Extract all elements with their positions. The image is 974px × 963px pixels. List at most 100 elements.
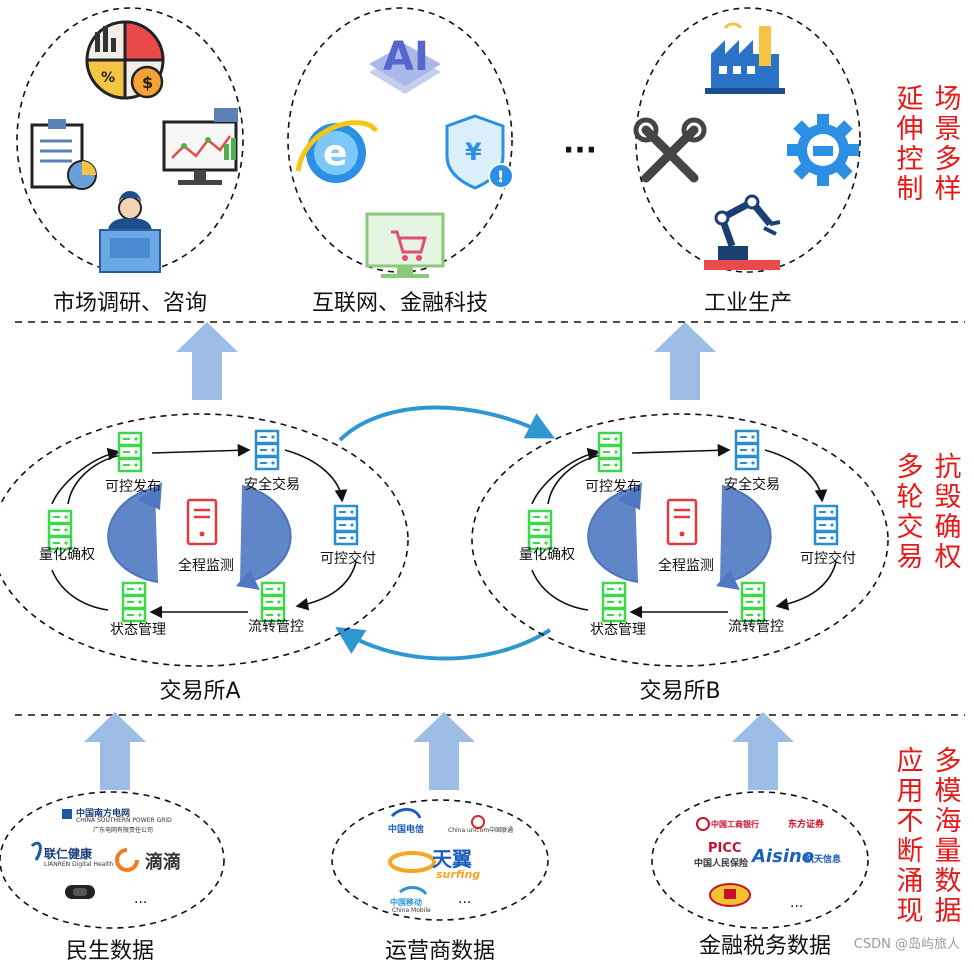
wristband-icon xyxy=(65,885,95,899)
livelihood-label: 民生数据 xyxy=(66,939,154,963)
up-arrow-telecom xyxy=(413,712,475,790)
livelihood-data-source: 中国南方电网 CHINA SOUTHERN POWER GRID 广东电网有限责… xyxy=(0,791,225,963)
svg-text:中国移动: 中国移动 xyxy=(390,897,422,907)
factory-icon xyxy=(705,22,785,94)
pie-chart-icon: $ % xyxy=(85,20,165,100)
market-label: 市场调研、咨询 xyxy=(53,291,207,316)
china-mobile-logo: 中国移动 China Mobile xyxy=(390,886,431,914)
industry-scene-boundary xyxy=(635,7,861,273)
server-icon xyxy=(260,581,286,623)
internet-label: 互联网、金融科技 xyxy=(312,291,488,316)
lianren-logo: 联仁健康 LIANREN Digital Health xyxy=(30,841,113,868)
node-secure: 安全交易 xyxy=(244,476,300,493)
node-deliver: 可控交付 xyxy=(320,550,376,567)
exchange-b-title: 交易所B xyxy=(639,679,720,704)
gear-icon xyxy=(787,114,859,186)
server-icon xyxy=(333,504,359,546)
exchange-a-title: 交易所A xyxy=(159,679,240,704)
side-label-col2: 场景多样 xyxy=(935,84,962,205)
up-arrow-to-market xyxy=(176,322,238,400)
server-icon xyxy=(254,429,280,471)
tax-emblem-icon xyxy=(709,883,751,907)
node-quantify: 量化确权 xyxy=(39,547,95,563)
cart-monitor-icon xyxy=(365,212,445,278)
svg-text:!: ! xyxy=(497,167,504,186)
svg-text:中国人民保险: 中国人民保险 xyxy=(694,857,749,869)
node-status: 状态管理 xyxy=(110,622,166,638)
icbc-logo: 中国工商银行 xyxy=(696,817,759,831)
svg-text:China unicom中国联通: China unicom中国联通 xyxy=(448,826,513,834)
node-quantify: 量化确权 xyxy=(519,547,575,563)
ai-chip-icon: AI xyxy=(369,34,441,94)
industry-label: 工业生产 xyxy=(704,291,792,316)
market-research-scene: $ % 市场调研 xyxy=(16,7,244,316)
china-unicom-logo: China unicom中国联通 xyxy=(448,815,513,834)
livelihood-boundary xyxy=(0,791,225,929)
up-arrow-to-industry xyxy=(654,322,716,400)
server-icon xyxy=(813,504,839,546)
server-icon xyxy=(121,581,147,623)
grid-logo: 中国南方电网 CHINA SOUTHERN POWER GRID 广东电网有限责… xyxy=(62,807,172,834)
node-secure: 安全交易 xyxy=(724,476,780,493)
svg-text:$: $ xyxy=(142,73,153,92)
server-icon xyxy=(47,509,73,551)
server-icon xyxy=(527,509,553,551)
side-label-data: 多模海量数据 应用不断涌现 xyxy=(897,746,962,927)
aisino-logo: Aisino 航天信息 xyxy=(750,846,841,867)
up-arrow-livelihood xyxy=(84,712,146,790)
b-to-a-arrow xyxy=(335,627,552,661)
svg-text:Aisino: Aisino xyxy=(750,846,814,867)
tools-icon xyxy=(633,117,707,183)
svg-text:广东电网有限责任公司: 广东电网有限责任公司 xyxy=(93,826,153,834)
scene-ellipsis: ··· xyxy=(563,133,597,168)
svg-text:AI: AI xyxy=(383,34,429,80)
node-monitor: 全程监测 xyxy=(658,557,714,574)
server-icon xyxy=(740,581,766,623)
node-monitor: 全程监测 xyxy=(178,557,234,574)
exchange-b: 可控发布 安全交易 可控交付 流转管控 状态管理 量化确权 全程监测 xyxy=(472,414,888,666)
svg-text:CHINA SOUTHERN POWER GRID: CHINA SOUTHERN POWER GRID xyxy=(76,817,172,824)
svg-text:LIANREN Digital Health: LIANREN Digital Health xyxy=(44,861,113,868)
node-status: 状态管理 xyxy=(590,622,646,638)
node-publish: 可控发布 xyxy=(105,479,161,495)
side-label-col1: 多轮交易 xyxy=(897,452,924,573)
finance-boundary xyxy=(651,791,869,929)
browser-e-icon: e xyxy=(295,120,379,183)
server-icon xyxy=(666,498,698,546)
internet-finance-scene: AI e ¥ ! 互联网、金融科技 xyxy=(287,7,514,316)
svg-text:e: e xyxy=(323,133,347,174)
svg-text:航天信息: 航天信息 xyxy=(805,853,841,865)
telecom-label: 运营商数据 xyxy=(385,939,495,963)
node-flow: 流转管控 xyxy=(728,619,784,635)
server-icon xyxy=(601,581,627,623)
finance-data-source: 中国工商银行 东方证券 PICC 中国人民保险 Aisino 航天信息 ... … xyxy=(651,791,869,959)
node-flow: 流转管控 xyxy=(248,619,304,635)
side-label-col2: 多模海量数据 xyxy=(935,746,962,927)
up-arrow-finance xyxy=(732,712,794,790)
picc-logo: PICC 中国人民保险 xyxy=(694,841,749,869)
finance-label: 金融税务数据 xyxy=(699,934,831,959)
telecom-data-source: 中国电信 China unicom中国联通 天翼 surfing 中国移动 Ch… xyxy=(331,799,549,963)
finance-more: ... xyxy=(790,895,803,911)
side-label-col1: 延伸控制 xyxy=(897,84,924,205)
svg-text:¥: ¥ xyxy=(465,138,482,166)
server-icon xyxy=(186,498,218,546)
yuan-shield-icon: ¥ ! xyxy=(445,114,514,190)
didi-logo: 滴滴 xyxy=(115,848,181,873)
node-publish: 可控发布 xyxy=(585,479,641,495)
a-to-b-arrow xyxy=(338,405,555,442)
china-telecom-logo: 中国电信 xyxy=(388,808,424,835)
telecom-more: ... xyxy=(458,891,471,907)
tianyi-logo: 天翼 surfing xyxy=(388,847,480,881)
side-label-col1: 应用不断涌现 xyxy=(897,746,924,927)
monitor-chart-icon xyxy=(162,108,238,185)
svg-text:surfing: surfing xyxy=(436,868,480,881)
server-icon xyxy=(597,431,623,473)
svg-text:中国工商银行: 中国工商银行 xyxy=(711,819,759,829)
side-label-col2: 抗毁确权 xyxy=(935,452,962,573)
server-icon xyxy=(734,429,760,471)
svg-text:天翼: 天翼 xyxy=(432,847,472,871)
exchange-a: 可控发布 安全交易 可控交付 流转管控 状态管理 量化确权 全程监测 xyxy=(0,414,408,666)
person-podium-icon xyxy=(99,191,161,273)
